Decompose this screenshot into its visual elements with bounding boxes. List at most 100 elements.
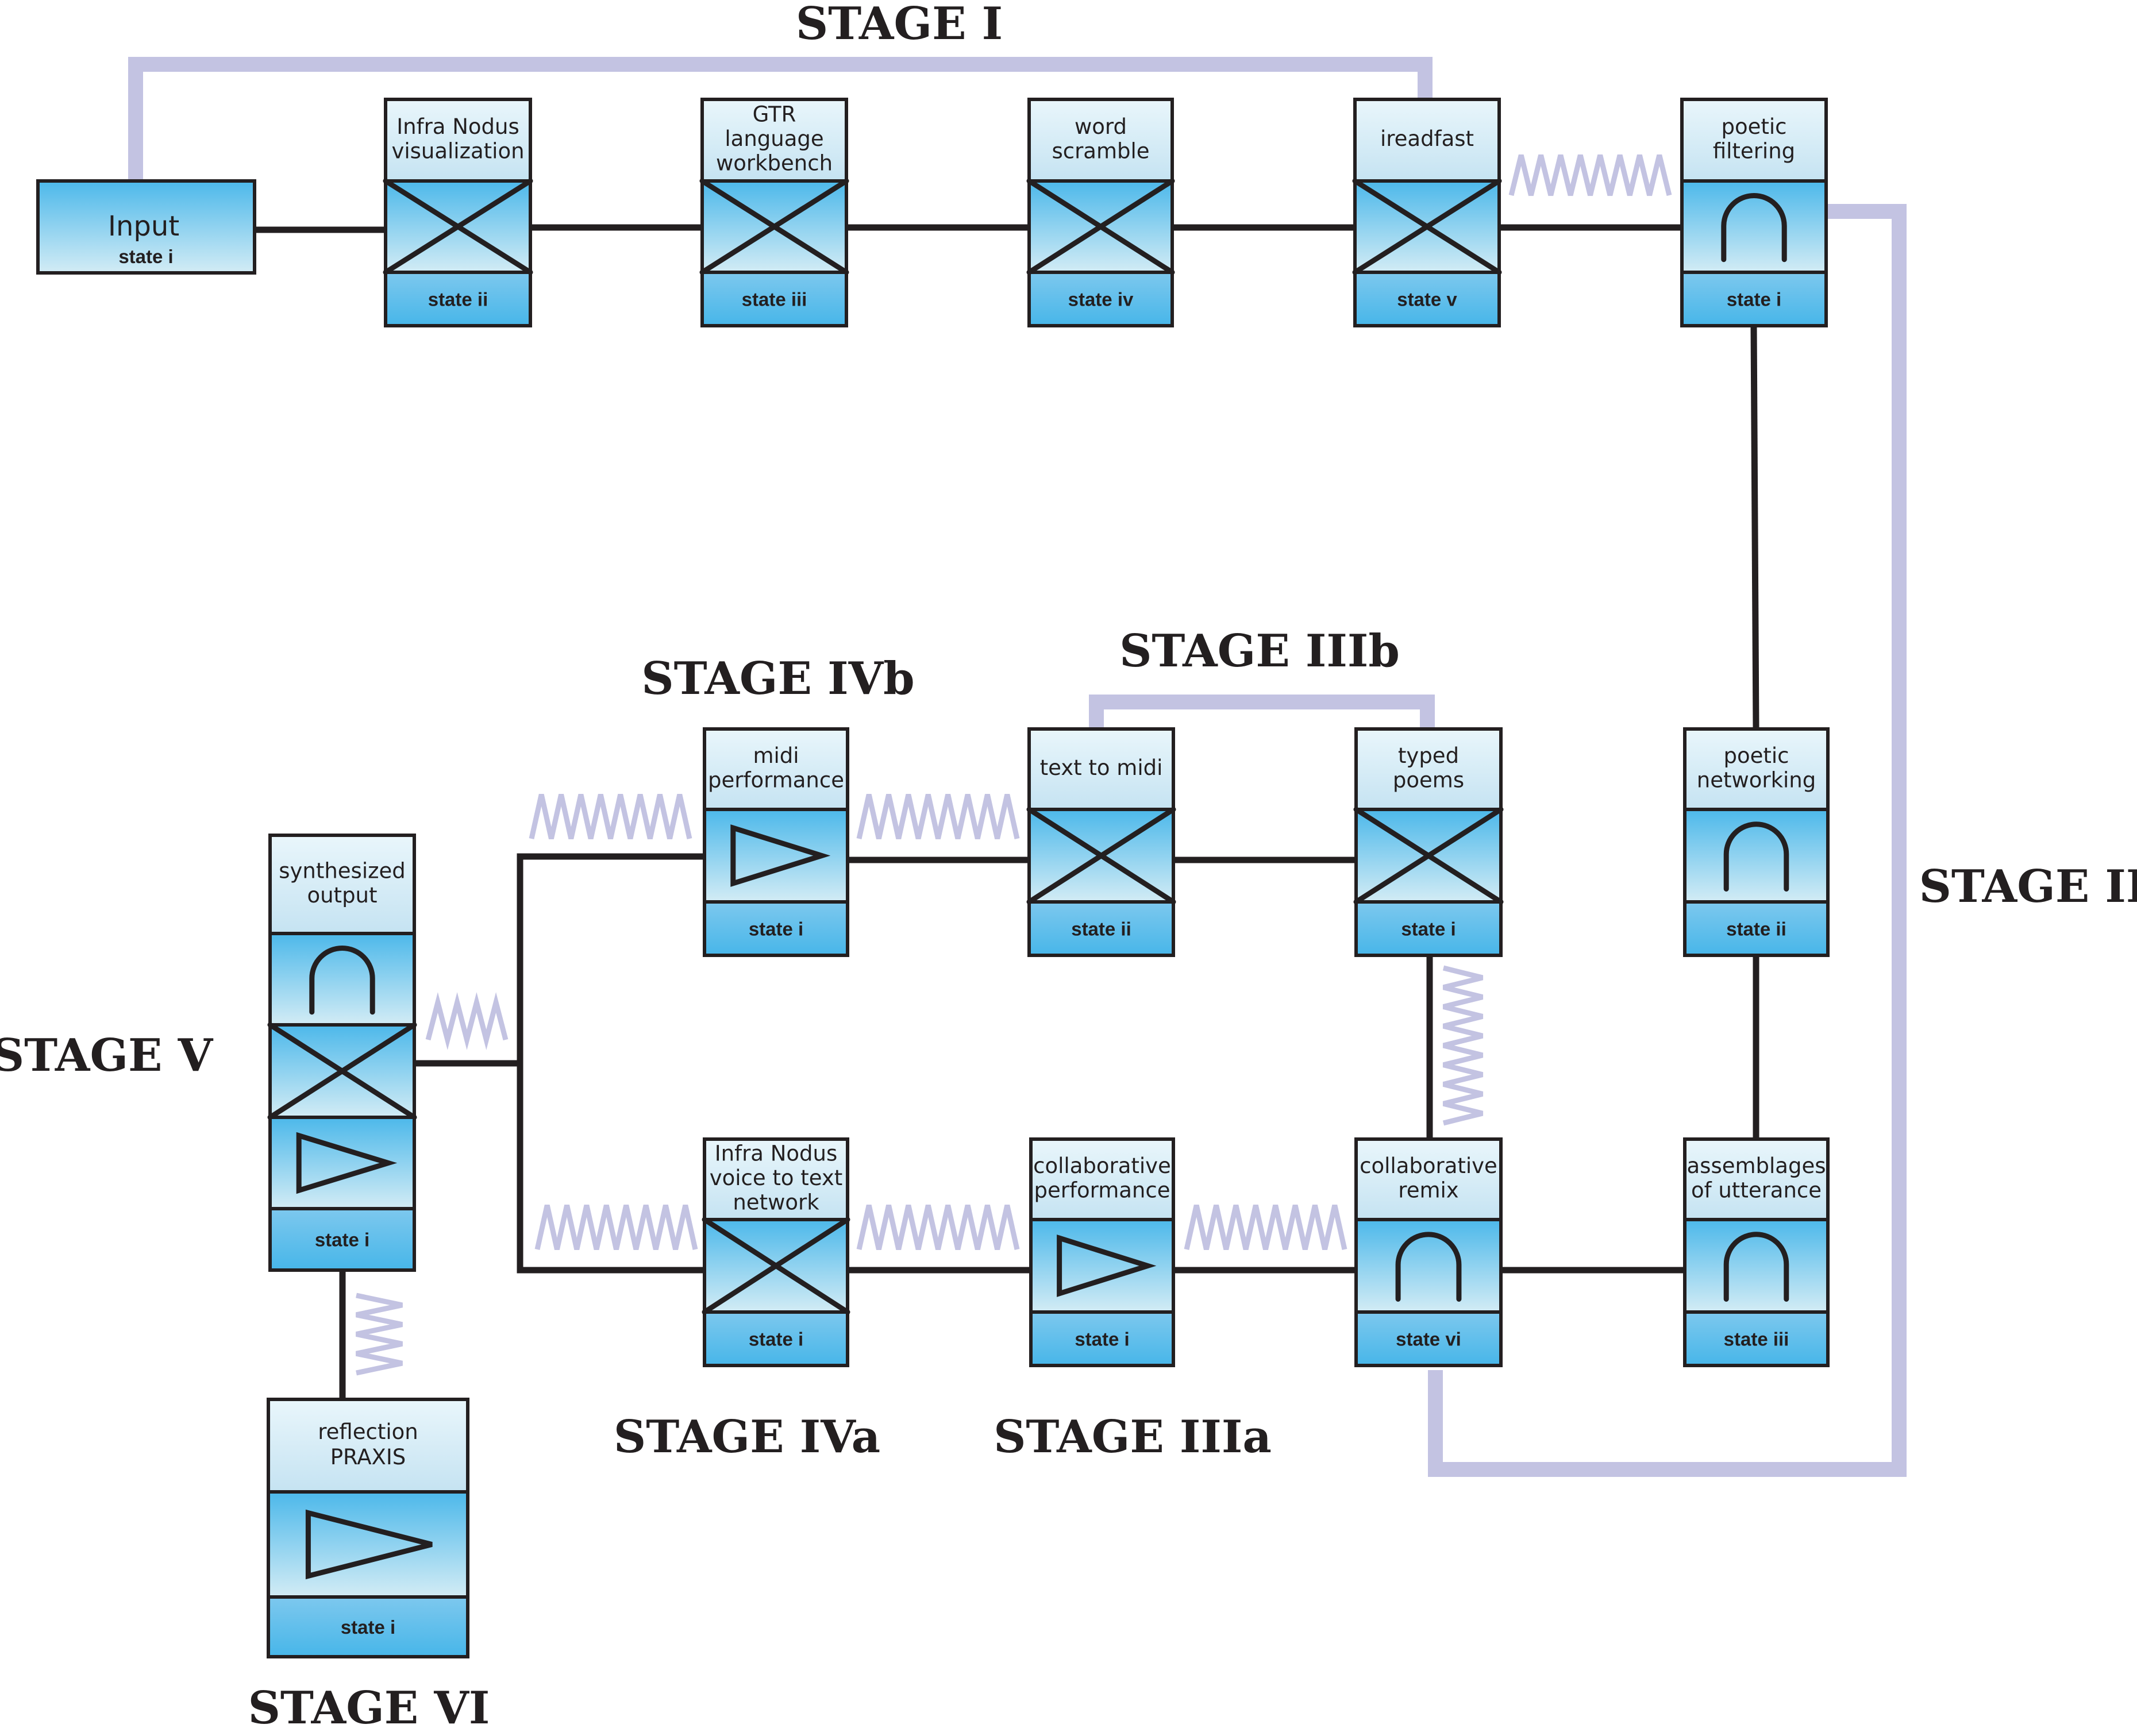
- triangle-icon: [305, 1509, 433, 1580]
- cross-icon-stroke: [702, 1217, 850, 1315]
- state-label: state i: [749, 919, 803, 940]
- state-label: state i: [1075, 1329, 1129, 1350]
- block-title-line: visualization: [391, 138, 524, 163]
- stage-label-4a: STAGE IVa: [614, 1411, 880, 1463]
- block-title-line: remix: [1398, 1178, 1458, 1203]
- feedback-loop-stage-1: [128, 57, 1433, 184]
- cross-icon-stroke: [699, 178, 849, 275]
- state-label: state i: [749, 1329, 803, 1350]
- triangle-icon: [1057, 1235, 1157, 1297]
- block-title-line: poetic: [1721, 114, 1786, 139]
- zigzag-connectors: [356, 154, 1672, 1376]
- state-label: state ii: [1071, 919, 1131, 940]
- block-title-line: voice to text: [710, 1166, 843, 1190]
- zigzag-synth-branch: [425, 992, 509, 1050]
- stage-label-3b: STAGE IIIb: [1119, 625, 1400, 677]
- block-state-panel: [1680, 271, 1828, 327]
- state-label: state i: [118, 246, 173, 267]
- block-label-panel: [703, 727, 849, 811]
- cross-icon-stroke: [1026, 807, 1176, 905]
- zigzag-midi-textmidi: [856, 794, 1020, 839]
- block-state-panel: [1683, 1310, 1830, 1367]
- block-title-line: workbench: [716, 151, 833, 176]
- block-title-line: Infra Nodus: [396, 114, 519, 139]
- input-label: Input: [108, 210, 179, 242]
- block-title-line: typed: [1398, 743, 1459, 768]
- stage-label-1: STAGE I: [796, 0, 1003, 50]
- state-label: state i: [315, 1229, 369, 1251]
- block-label-panel: [700, 98, 848, 183]
- zigzag-voice-collabperf: [856, 1205, 1020, 1250]
- zigzag-typed-remix: [1442, 965, 1484, 1126]
- block-title-line: ireadfast: [1380, 126, 1474, 151]
- stage-label-4b: STAGE IVb: [641, 653, 914, 705]
- block-text-midi[interactable]: text to midi state ii: [1026, 727, 1176, 957]
- block-state-panel: [1683, 900, 1830, 957]
- block-title-line: text to midi: [1040, 755, 1163, 780]
- block-title-line: word: [1075, 114, 1127, 139]
- stage-label-2: STAGE II: [1919, 861, 2137, 913]
- block-title-line: filtering: [1713, 138, 1795, 163]
- triangle-icon: [296, 1132, 398, 1194]
- cross-icon-stroke: [1353, 807, 1504, 905]
- state-label: state iv: [1068, 289, 1134, 310]
- zigzag-branch-voice: [534, 1205, 698, 1250]
- block-title-line: performance: [708, 768, 844, 793]
- block-input[interactable]: Input state i: [36, 179, 256, 275]
- block-title-line: of utterance: [1691, 1178, 1822, 1203]
- block-label-panel: [1683, 727, 1830, 811]
- block-state-panel: [703, 900, 849, 957]
- block-label-panel: [1027, 98, 1174, 183]
- input-box: [36, 179, 256, 275]
- block-title-line: assemblages: [1687, 1154, 1826, 1178]
- wire-filtering-networking: [1750, 325, 1759, 730]
- block-title-line: poems: [1393, 768, 1464, 793]
- triangle-icon: [730, 824, 831, 887]
- block-title-line: network: [733, 1190, 819, 1215]
- state-label: state ii: [1726, 919, 1786, 940]
- block-title-line: midi: [753, 743, 799, 768]
- block-state-panel: [1029, 1310, 1175, 1367]
- block-label-panel: [1354, 1137, 1503, 1221]
- state-label: state iii: [742, 289, 807, 310]
- arch-icon: [309, 945, 375, 1015]
- zigzag-collabperf-remix: [1184, 1205, 1347, 1250]
- feedback-loop-stage-3b: [1089, 695, 1435, 731]
- cross-icon-stroke: [267, 1022, 417, 1120]
- block-title-line: reflection: [318, 1419, 418, 1444]
- block-state-panel: [703, 1310, 849, 1367]
- block-state-panel: [700, 271, 848, 327]
- signal-wires: [255, 224, 1759, 1399]
- arch-icon: [1723, 1232, 1789, 1302]
- block-title-line: collaborative: [1360, 1154, 1497, 1178]
- state-label: state ii: [428, 289, 488, 310]
- state-label: state i: [341, 1617, 395, 1638]
- block-label-panel: [267, 1398, 469, 1494]
- block-title-line: GTR: [753, 102, 796, 127]
- block-title-line: networking: [1697, 768, 1816, 793]
- block-label-panel: [1029, 1137, 1175, 1221]
- state-label: state iii: [1724, 1329, 1789, 1350]
- stage-label-3a: STAGE IIIa: [994, 1411, 1272, 1463]
- stage-label-5: STAGE V: [0, 1029, 214, 1082]
- block-title-line: scramble: [1052, 138, 1149, 163]
- block-state-panel: [1027, 271, 1174, 327]
- block-state-panel: [1354, 1310, 1503, 1367]
- block-title-line: synthesized: [279, 858, 406, 883]
